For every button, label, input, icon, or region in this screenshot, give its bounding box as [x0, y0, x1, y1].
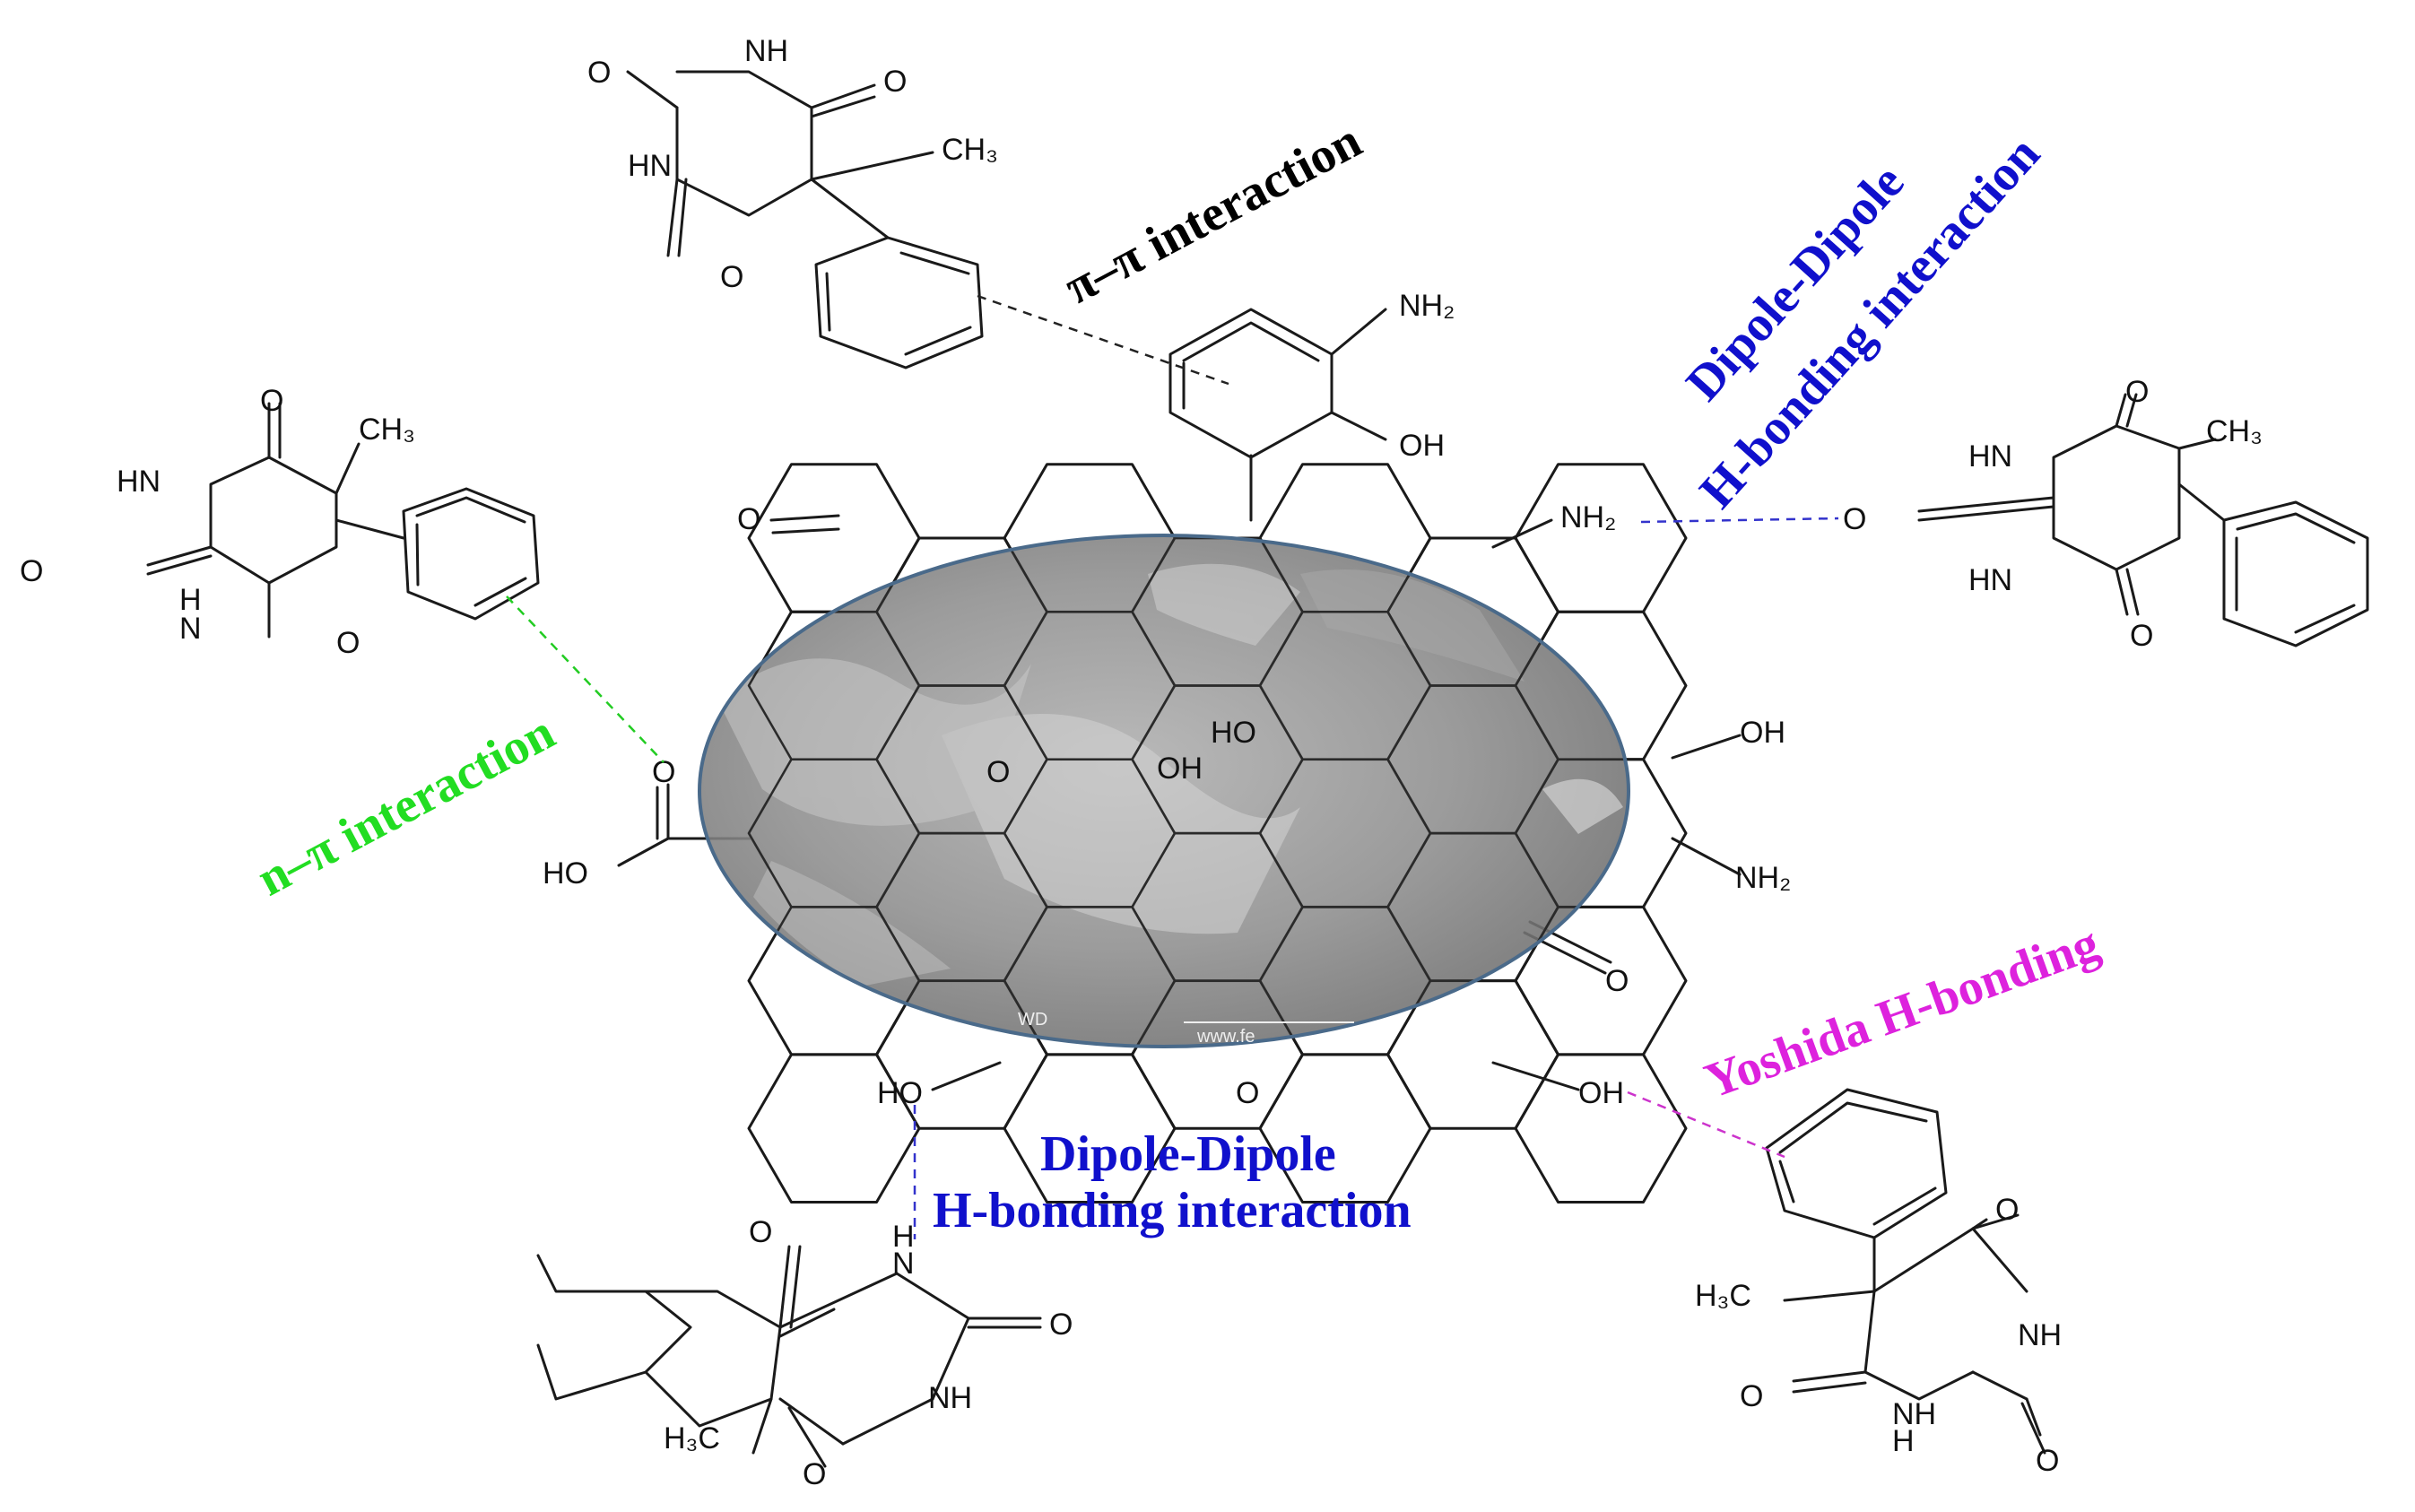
n-pi-dash [506, 595, 665, 763]
ch3: CH₃ [942, 133, 998, 167]
o: O [1740, 1379, 1763, 1413]
oh-bottom-right: OH [1578, 1076, 1624, 1110]
ketone-o-top-left: O [737, 502, 760, 536]
ch3: CH₃ [2206, 414, 2263, 448]
sem-url-label: www.fe [1196, 1027, 1255, 1047]
h3c: H₃C [664, 1421, 720, 1456]
o-carboxyl: O [652, 755, 675, 789]
nh2-right: NH₂ [1735, 861, 1791, 895]
hn: HN [628, 149, 672, 183]
oh-aminophenol: OH [1399, 429, 1445, 463]
phenobarbital-top: O NH O HN CH₃ O [587, 34, 998, 369]
phenobarbital-left: O CH₃ HN O H N O [20, 384, 540, 660]
phenobarbital-bottom-left: O H N O NH H₃C O [536, 1215, 1073, 1491]
oh-right: OH [1740, 716, 1785, 750]
o: O [2125, 375, 2149, 409]
hn: HN [1968, 563, 2012, 597]
nh: NH [1892, 1397, 1936, 1431]
hn: HN [1968, 439, 2012, 474]
n: N [892, 1247, 915, 1281]
pi-pi-dash [977, 294, 1229, 386]
interaction-lines [506, 294, 1839, 1239]
ketone-o-right: O [1605, 964, 1629, 998]
o: O [720, 260, 743, 294]
h: H [892, 1220, 915, 1254]
hex-ring [1514, 1053, 1688, 1204]
nh: NH [928, 1381, 972, 1415]
nh: NH [2018, 1318, 2062, 1352]
sem-wd-label: WD [1018, 1010, 1047, 1030]
o: O [260, 384, 283, 418]
dipole-bottom-label-line2: H-bonding interaction [933, 1183, 1412, 1238]
o: O [1843, 502, 1866, 536]
nh2-top-right: NH₂ [1560, 500, 1616, 534]
aminophenol-ring [1168, 308, 1387, 459]
h: H [179, 583, 202, 617]
o: O [1995, 1193, 2019, 1227]
o: O [20, 554, 43, 588]
ho-bottom-left: HO [877, 1076, 923, 1110]
ch3: CH₃ [359, 413, 415, 447]
yoshida-dash [1627, 1091, 1785, 1159]
dipole-bottom-label-line1: Dipole-Dipole [1040, 1126, 1336, 1182]
n-pi-label: n–π interaction [248, 704, 563, 907]
core-atom-labels: O NH₂ OH NH₂ HO O OH OH NH₂ O OH O HO HO… [543, 289, 1791, 1110]
ho-center: HO [1211, 716, 1256, 750]
o: O [883, 65, 907, 99]
o: O [803, 1457, 826, 1491]
h: H [1892, 1424, 1915, 1458]
ho-carboxyl: HO [543, 856, 588, 891]
hex-ring [1514, 758, 1629, 908]
hex-ring [1514, 463, 1688, 613]
hex-ring [1514, 611, 1629, 761]
dipole-top-dash [1640, 517, 1839, 524]
h3c: H₃C [1695, 1279, 1751, 1313]
nh: NH [744, 34, 788, 68]
oh-center: OH [1157, 752, 1203, 786]
o: O [336, 626, 360, 660]
o: O [2130, 619, 2153, 653]
o: O [1049, 1308, 1073, 1342]
n: N [179, 612, 202, 646]
o: O [749, 1215, 772, 1249]
ether-o-bottom: O [1236, 1076, 1259, 1110]
pi-pi-label: π–π interaction [1055, 113, 1370, 316]
o: O [587, 56, 611, 90]
hn: HN [117, 465, 161, 499]
yoshida-label: Yoshida H-bonding [1698, 916, 2107, 1109]
phenobarbital-right: O CH₃ HN O HN O [1843, 375, 2369, 653]
o-center: O [986, 755, 1010, 789]
o: O [2036, 1444, 2059, 1478]
phenobarbital-bottom-right: O H₃C NH O NH H O [1695, 1088, 2062, 1478]
hex-ring [1514, 535, 1629, 613]
nh2-aminophenol: NH₂ [1399, 289, 1455, 323]
